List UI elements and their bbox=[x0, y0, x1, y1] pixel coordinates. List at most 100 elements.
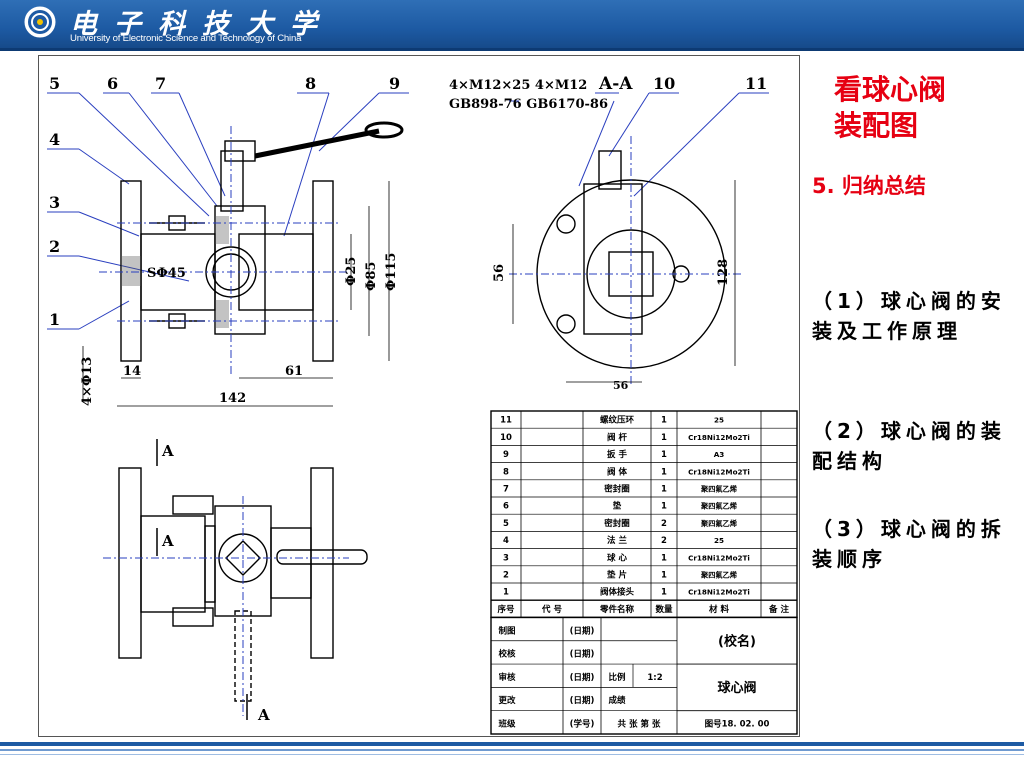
assembly-drawing: 5 6 7 8 9 4 3 2 1 10 11 4×M12×25 4×M12 G… bbox=[38, 55, 800, 737]
header-divider bbox=[0, 48, 1024, 51]
balloon-4: 4 bbox=[49, 130, 60, 149]
table-row-no: 3 bbox=[503, 553, 509, 563]
table-row-no: 6 bbox=[503, 502, 509, 512]
fastener-note: 4×M12×25 4×M12 bbox=[449, 78, 587, 93]
balloon-2: 2 bbox=[49, 237, 60, 256]
dim-56-vertical: 56 bbox=[492, 264, 507, 282]
leader-lines bbox=[47, 92, 769, 330]
table-row-material: A3 bbox=[714, 450, 725, 459]
title-block-role: 审核 bbox=[498, 672, 516, 683]
sheet-count: 共 张 第 张 bbox=[618, 719, 661, 730]
table-row-no: 2 bbox=[503, 570, 509, 580]
table-header-cell: 数量 bbox=[655, 604, 673, 615]
table-row-material: 聚四氟乙烯 bbox=[700, 519, 738, 528]
table-row-name: 法 兰 bbox=[607, 535, 627, 546]
front-section-view bbox=[120, 121, 404, 362]
table-row-qty: 1 bbox=[661, 502, 667, 512]
table-row-qty: 1 bbox=[661, 484, 667, 494]
balloon-10: 10 bbox=[653, 74, 675, 93]
dim-61: 61 bbox=[285, 364, 303, 379]
table-row-no: 7 bbox=[503, 484, 509, 494]
table-row-no: 4 bbox=[503, 536, 509, 546]
view-label-a-bottom: A bbox=[257, 706, 270, 724]
table-header-cell: 序号 bbox=[496, 604, 515, 615]
title-block-date: (日期) bbox=[570, 695, 595, 706]
table-row-material: 25 bbox=[714, 536, 724, 545]
footer-line bbox=[0, 742, 1024, 746]
table-row-name: 密封圈 bbox=[603, 518, 630, 529]
title-block-role: 制图 bbox=[498, 625, 515, 636]
scale-label: 比例 bbox=[608, 672, 626, 683]
view-label-a-top: A bbox=[161, 442, 174, 460]
slide-title-line2: 装配图 bbox=[834, 109, 919, 142]
section-label: A-A bbox=[598, 74, 633, 94]
table-row-name: 阀 杆 bbox=[607, 432, 627, 443]
table-row-name: 密封圈 bbox=[603, 483, 630, 494]
summary-item-1: （1）球心阀的安装及工作原理 bbox=[812, 289, 1006, 343]
dim-142: 142 bbox=[219, 391, 246, 406]
section-dimension-lines bbox=[512, 180, 736, 383]
table-row-no: 5 bbox=[503, 519, 509, 529]
table-row-no: 1 bbox=[503, 588, 509, 598]
section-heading: 5. 归纳总结 bbox=[812, 174, 926, 198]
dim-56-horizontal: 56 bbox=[613, 379, 629, 392]
table-row-qty: 1 bbox=[661, 553, 667, 563]
title-block-border bbox=[490, 616, 798, 735]
title-block-date: (学号) bbox=[570, 719, 595, 730]
table-row-name: 垫 片 bbox=[607, 569, 627, 580]
summary-panel: 看球心阀 装配图 5. 归纳总结 （1）球心阀的安装及工作原理 （2）球心阀的装… bbox=[812, 72, 1017, 571]
dim-phi25: Φ25 bbox=[344, 257, 359, 286]
centerlines-top bbox=[103, 496, 349, 716]
table-row-name: 球 心 bbox=[607, 552, 627, 563]
centerlines-section bbox=[509, 136, 744, 386]
university-seal-icon bbox=[24, 6, 56, 38]
table-row-qty: 2 bbox=[661, 519, 667, 529]
table-row-qty: 1 bbox=[661, 433, 667, 443]
table-row-qty: 1 bbox=[661, 450, 667, 460]
header-bar: 电子科技大学 University of Electronic Science … bbox=[0, 0, 1024, 48]
table-row-material: 聚四氟乙烯 bbox=[700, 502, 738, 511]
standard-note: GB898-76 GB6170-86 bbox=[449, 97, 608, 112]
table-row-material: 25 bbox=[714, 416, 724, 425]
table-row-no: 11 bbox=[500, 416, 512, 426]
balloon-3: 3 bbox=[49, 193, 60, 212]
title-block-role: 更改 bbox=[498, 695, 516, 706]
university-name-cn: 电子科技大学 bbox=[70, 9, 334, 40]
title-block-date: (日期) bbox=[570, 649, 595, 660]
table-row-name: 扳 手 bbox=[607, 449, 627, 460]
footer-line-tertiary bbox=[0, 754, 1024, 755]
balloon-7: 7 bbox=[155, 74, 166, 93]
table-row-name: 螺纹压环 bbox=[600, 415, 635, 426]
drawing-number: 图号18. 02. 00 bbox=[705, 720, 770, 730]
view-direction-marks bbox=[156, 439, 248, 720]
part-name: 球心阀 bbox=[717, 680, 756, 696]
balloon-9: 9 bbox=[389, 74, 400, 93]
dim-4phi13: 4×Φ13 bbox=[80, 357, 95, 406]
title-block-role: 校核 bbox=[498, 649, 516, 660]
table-row-material: Cr18Ni12Mo2Ti bbox=[688, 553, 750, 562]
table-header-cell: 零件名称 bbox=[599, 604, 635, 615]
dim-phi85: Φ85 bbox=[364, 262, 379, 291]
table-row-name: 垫 bbox=[613, 501, 622, 512]
table-row-no: 9 bbox=[503, 450, 509, 460]
dim-phi115: Φ115 bbox=[384, 253, 399, 291]
table-row-qty: 1 bbox=[661, 416, 667, 426]
table-row-material: Cr18Ni12Mo2Ti bbox=[688, 467, 750, 476]
title-block-role: 班级 bbox=[498, 719, 516, 730]
view-label-a-mid: A bbox=[161, 532, 174, 550]
university-name-en: University of Electronic Science and Tec… bbox=[70, 33, 302, 44]
slide-title-line1: 看球心阀 bbox=[834, 73, 947, 106]
table-row-qty: 2 bbox=[661, 536, 667, 546]
table-row-no: 10 bbox=[500, 433, 512, 443]
table-row-name: 阀体接头 bbox=[600, 587, 635, 598]
table-row-material: 聚四氟乙烯 bbox=[700, 484, 738, 493]
footer-line-secondary bbox=[0, 749, 1024, 751]
school-name: (校名) bbox=[718, 633, 756, 649]
balloon-1: 1 bbox=[49, 310, 60, 329]
balloon-11: 11 bbox=[745, 74, 767, 93]
part-balloons: 5 6 7 8 9 4 3 2 1 10 11 bbox=[49, 74, 767, 329]
balloon-5: 5 bbox=[49, 74, 60, 93]
dim-14: 14 bbox=[123, 364, 141, 379]
